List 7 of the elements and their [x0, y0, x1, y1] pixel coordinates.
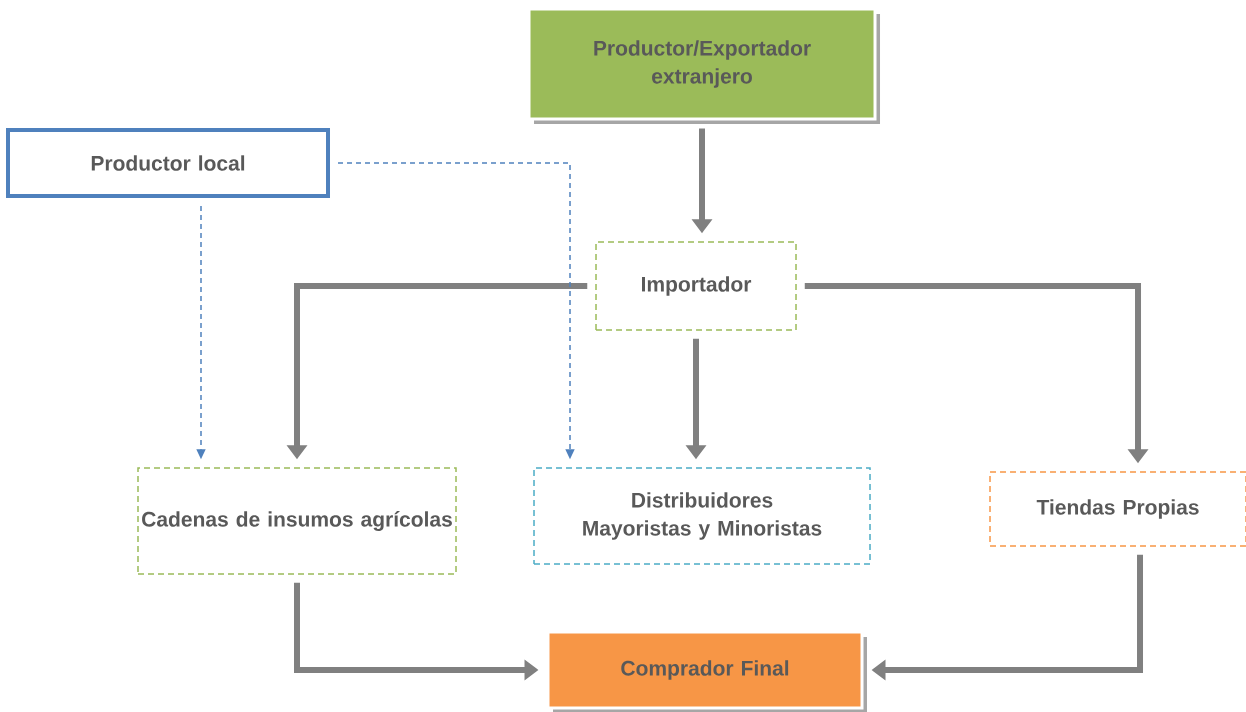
result-box: Comprador Final	[546, 630, 867, 712]
source-box: Productor/Exportador extranjero	[527, 7, 880, 124]
process-box: Tiendas Propias	[989, 471, 1246, 547]
process-box: Importador	[595, 241, 797, 331]
process-box: Productor local	[6, 128, 330, 198]
process-box: Distribuidores Mayoristas y Minoristas	[533, 467, 871, 565]
process-box: Cadenas de insumos agrícolas	[137, 467, 457, 575]
